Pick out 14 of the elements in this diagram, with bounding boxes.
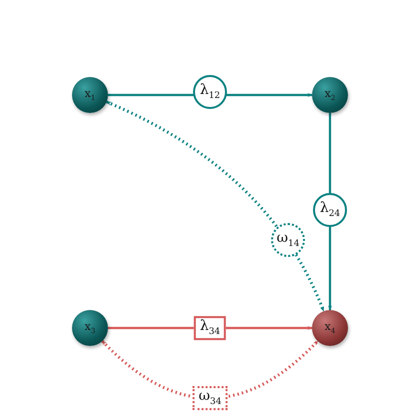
edge-label: λ$_{34}$ xyxy=(194,316,226,340)
edge-label: ω$_{14}$ xyxy=(271,223,305,257)
state-label: x$_{4}$ xyxy=(324,320,336,336)
state-label: x$_{2}$ xyxy=(324,88,336,102)
edge-label: λ$_{24}$ xyxy=(313,193,347,227)
state-sphere xyxy=(72,310,108,346)
state-label: x$_{1}$ xyxy=(84,88,96,102)
edge-label: λ$_{12}$ xyxy=(193,75,227,109)
state-sphere xyxy=(312,77,348,113)
edge-label: ω$_{34}$ xyxy=(192,386,228,410)
state-label: x$_{3}$ xyxy=(84,320,96,336)
state-sphere xyxy=(72,77,108,113)
state-sphere xyxy=(312,310,348,346)
arrow xyxy=(106,100,325,312)
